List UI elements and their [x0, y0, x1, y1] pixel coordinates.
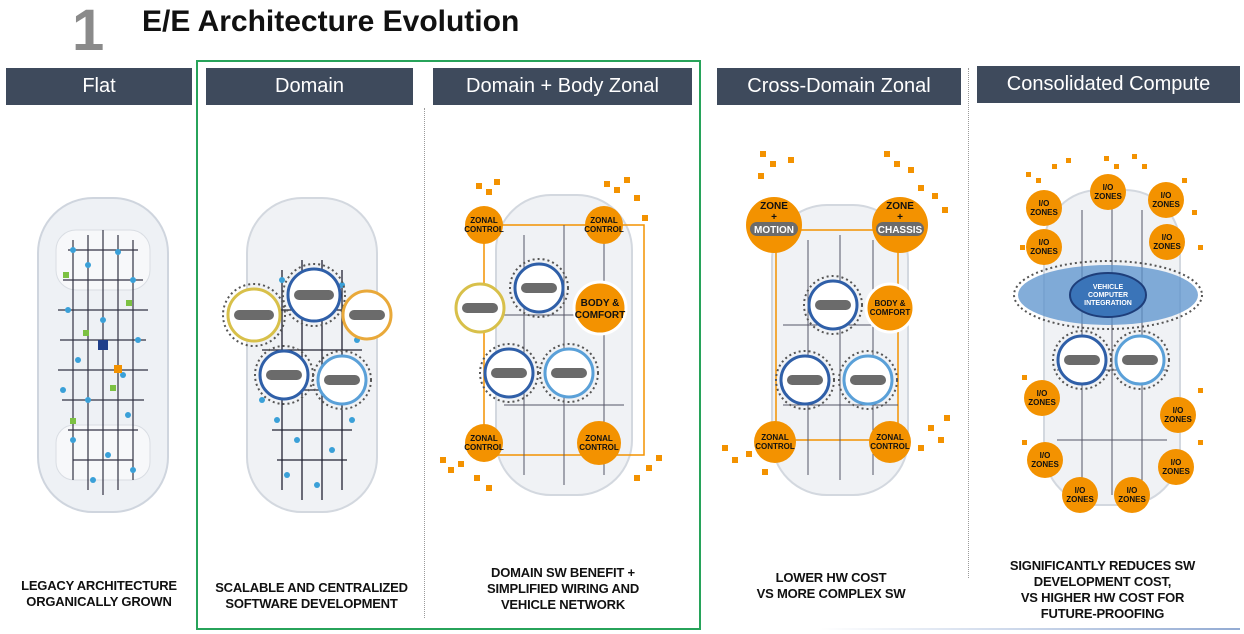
- zone-chassis-label: ZONE: [886, 201, 914, 212]
- zonal-control-label: ZONAL: [761, 433, 789, 442]
- io-zones-label: I/O: [1161, 191, 1172, 200]
- zonal-control-label: CONTROL: [870, 442, 910, 451]
- zone-chassis-label: +: [897, 212, 903, 223]
- page-title: E/E Architecture Evolution: [142, 5, 520, 38]
- caption-cross-domain-zonal: LOWER HW COST VS MORE COMPLEX SW: [756, 570, 906, 601]
- io-zones-label: ZONES: [1066, 495, 1094, 504]
- body-comfort-label: COMFORT: [870, 308, 911, 317]
- domain-architecture-diagram: [222, 197, 393, 513]
- zone-motion-label: ZONE: [760, 201, 788, 212]
- io-zones-label: I/O: [1171, 458, 1182, 467]
- zonal-control-label: CONTROL: [584, 225, 624, 234]
- body-comfort-label: COMFORT: [575, 310, 626, 321]
- zone-chassis-label: CHASSIS: [878, 225, 923, 236]
- vehicle-computer-label: INTEGRATION: [1084, 300, 1132, 307]
- zonal-control-label: CONTROL: [464, 443, 504, 452]
- vehicle-computer-label: COMPUTER: [1088, 292, 1128, 299]
- vehicle-computer-label: VEHICLE: [1093, 284, 1124, 291]
- domain-body-zonal-diagram: ZONAL CONTROL ZONAL CONTROL ZONAL CONTRO…: [440, 177, 662, 496]
- header-domain: Domain: [206, 68, 413, 105]
- io-zones-label: I/O: [1103, 183, 1114, 192]
- io-zones-label: ZONES: [1094, 192, 1122, 201]
- io-zones-label: ZONES: [1031, 460, 1059, 469]
- zonal-control-label: CONTROL: [579, 443, 619, 452]
- header-cross-domain-zonal: Cross-Domain Zonal: [717, 68, 961, 105]
- io-zones-label: ZONES: [1164, 415, 1192, 424]
- caption-domain-body-zonal: DOMAIN SW BENEFIT + SIMPLIFIED WIRING AN…: [486, 565, 640, 612]
- zonal-control-label: ZONAL: [876, 433, 904, 442]
- zonal-control-label: CONTROL: [755, 442, 795, 451]
- io-zones-label: I/O: [1040, 451, 1051, 460]
- consolidated-compute-diagram: VEHICLE COMPUTER INTEGRATION I/O ZONES I…: [1013, 154, 1203, 513]
- io-zones-label: I/O: [1162, 233, 1173, 242]
- header-flat: Flat: [6, 68, 192, 105]
- flat-architecture-diagram: [37, 197, 169, 513]
- io-zones-label: I/O: [1039, 199, 1050, 208]
- zonal-control-label: ZONAL: [470, 216, 498, 225]
- io-zones-label: I/O: [1039, 238, 1050, 247]
- cross-domain-zonal-diagram: ZONE + MOTION ZONE + CHASSIS ZONAL CONTR…: [722, 151, 950, 496]
- header-consolidated-compute: Consolidated Compute: [977, 66, 1240, 103]
- body-comfort-label: BODY &: [581, 298, 620, 309]
- io-zones-label: I/O: [1173, 406, 1184, 415]
- zone-motion-label: MOTION: [754, 225, 794, 236]
- zonal-control-label: ZONAL: [585, 434, 613, 443]
- io-zones-label: ZONES: [1153, 242, 1181, 251]
- caption-consolidated-compute: SIGNIFICANTLY REDUCES SW DEVELOPMENT COS…: [1009, 558, 1196, 621]
- io-zones-label: I/O: [1037, 389, 1048, 398]
- io-zones-label: I/O: [1127, 486, 1138, 495]
- caption-flat: LEGACY ARCHITECTURE ORGANICALLY GROWN: [21, 578, 177, 609]
- io-zones-label: ZONES: [1118, 495, 1146, 504]
- io-zones-label: I/O: [1075, 486, 1086, 495]
- body-comfort-label: BODY &: [875, 299, 906, 308]
- io-zones-label: ZONES: [1028, 398, 1056, 407]
- slide-number: 1: [72, 0, 105, 63]
- header-domain-body-zonal: Domain + Body Zonal: [433, 68, 692, 105]
- caption-domain: SCALABLE AND CENTRALIZED SOFTWARE DEVELO…: [215, 580, 408, 611]
- column-divider: [968, 68, 969, 578]
- domain-group-frame: [196, 60, 701, 630]
- io-zones-label: ZONES: [1162, 467, 1190, 476]
- io-zones-label: ZONES: [1030, 208, 1058, 217]
- io-zones-label: ZONES: [1030, 247, 1058, 256]
- decorative-bottom-line: [820, 628, 1240, 630]
- zone-motion-label: +: [771, 212, 777, 223]
- zonal-control-label: CONTROL: [464, 225, 504, 234]
- io-zones-label: ZONES: [1152, 200, 1180, 209]
- zonal-control-label: ZONAL: [470, 434, 498, 443]
- zonal-control-label: ZONAL: [590, 216, 618, 225]
- column-divider: [424, 108, 425, 618]
